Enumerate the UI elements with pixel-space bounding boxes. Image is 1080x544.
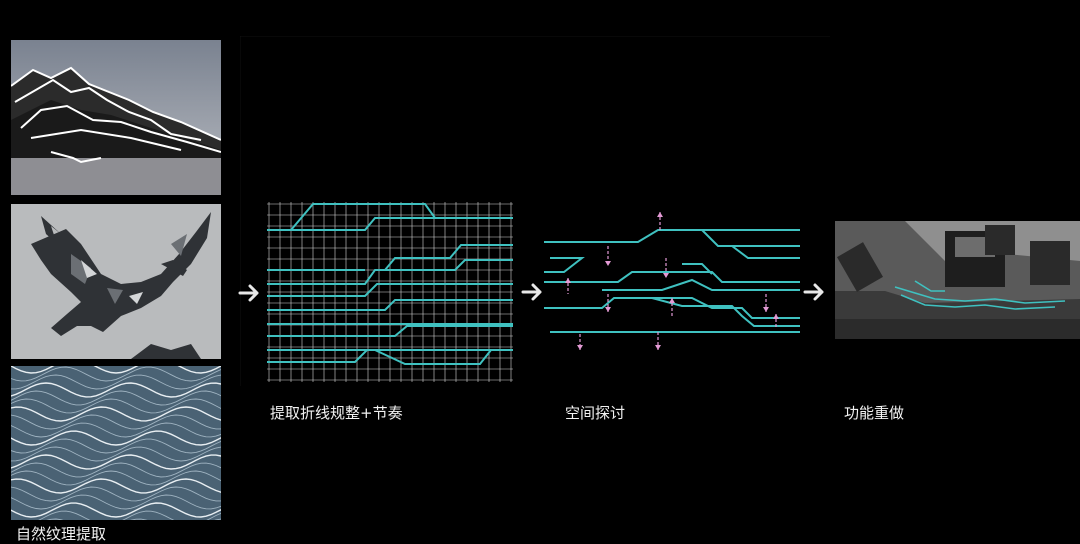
caption-space: 空间探讨 <box>565 402 625 423</box>
arrow-right-icon <box>803 281 825 303</box>
caption-texture: 自然纹理提取 <box>16 523 106 544</box>
arrow-right-icon <box>238 282 260 304</box>
mountain-texture-image <box>11 40 221 195</box>
caption-function: 功能重做 <box>844 402 904 423</box>
space-exploration-diagram <box>542 208 804 358</box>
arrow-right-icon <box>521 281 543 303</box>
wave-texture-image <box>11 366 221 520</box>
function-plan-image <box>835 221 1080 339</box>
grid-diagram <box>265 200 515 384</box>
caption-polyline: 提取折线规整+节奏 <box>270 402 403 423</box>
bird-texture-image <box>11 204 221 359</box>
